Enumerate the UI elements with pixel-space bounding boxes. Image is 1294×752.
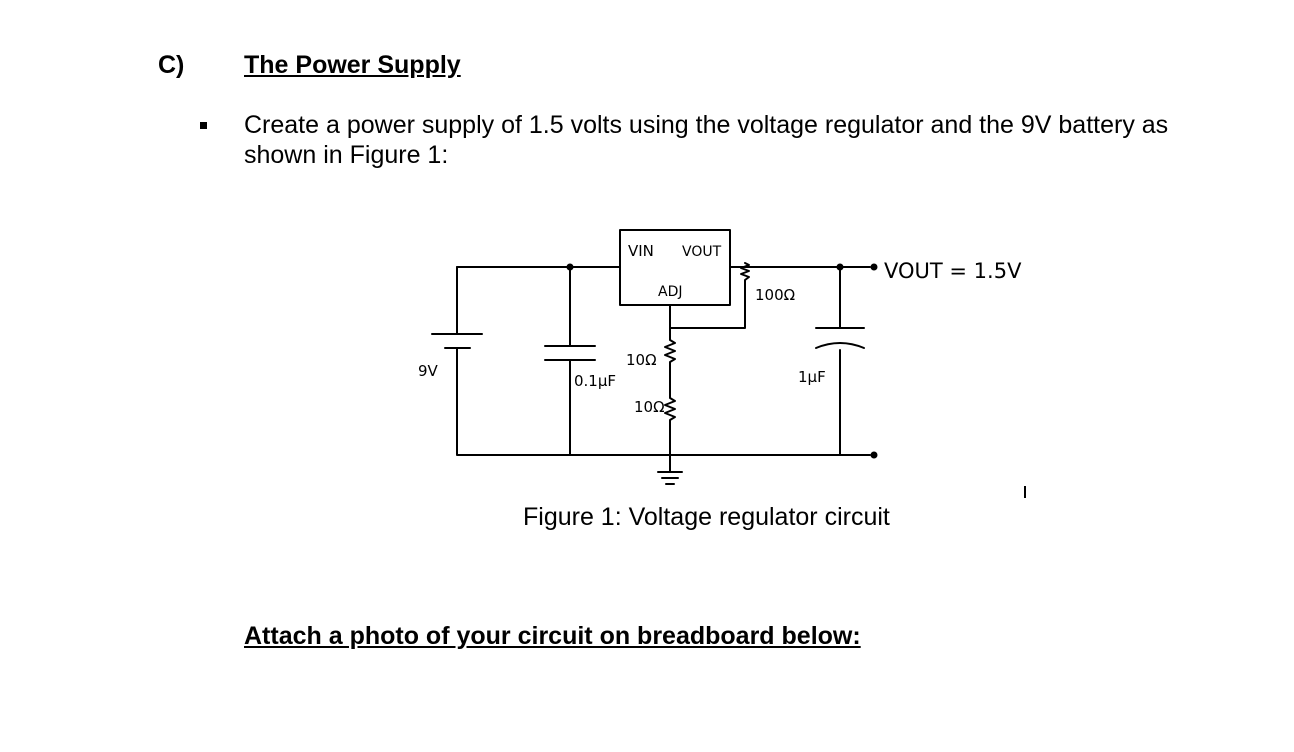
section-title: The Power Supply [244, 51, 461, 79]
attach-prompt: Attach a photo of your circuit on breadb… [244, 622, 861, 650]
ground-terminal [870, 451, 878, 459]
resistor-adj-1 [664, 327, 676, 389]
text-cursor-mark [1024, 486, 1026, 498]
junction-input [566, 263, 574, 271]
label-battery: 9V [418, 362, 439, 380]
circuit-diagram: VIN VOUT ADJ 100Ω 9V 0.1μF 10Ω 10Ω 1μF V… [400, 210, 1060, 500]
label-vout-pin: VOUT [682, 244, 722, 260]
circuit-schematic: VIN VOUT ADJ 100Ω 9V 0.1μF 10Ω 10Ω 1μF V… [418, 229, 1022, 485]
wire-adj-node [669, 304, 746, 329]
resistor-top [740, 262, 750, 311]
capacitor-in-symbol [544, 345, 596, 361]
ground-symbol [657, 454, 683, 485]
figure-caption: Figure 1: Voltage regulator circuit [523, 503, 890, 531]
wire-battery [456, 266, 571, 456]
label-cap-out: 1μF [798, 368, 826, 386]
capacitor-out-symbol [815, 327, 865, 349]
label-cap-in: 0.1μF [574, 372, 616, 390]
resistor-adj-2 [664, 387, 676, 456]
label-adj: ADJ [658, 284, 683, 300]
bullet-marker [200, 122, 207, 129]
label-r-adj-1: 10Ω [626, 351, 657, 369]
battery-symbol [431, 333, 483, 349]
instruction-text: Create a power supply of 1.5 volts using… [244, 111, 1169, 169]
section-letter: C) [158, 51, 185, 79]
label-vin: VIN [628, 242, 654, 260]
label-r-adj-2: 10Ω [634, 398, 665, 416]
junction-output [836, 263, 844, 271]
label-r-top: 100Ω [755, 286, 795, 304]
output-terminal [870, 263, 878, 271]
label-vout-value: VOUT = 1.5V [884, 259, 1022, 283]
